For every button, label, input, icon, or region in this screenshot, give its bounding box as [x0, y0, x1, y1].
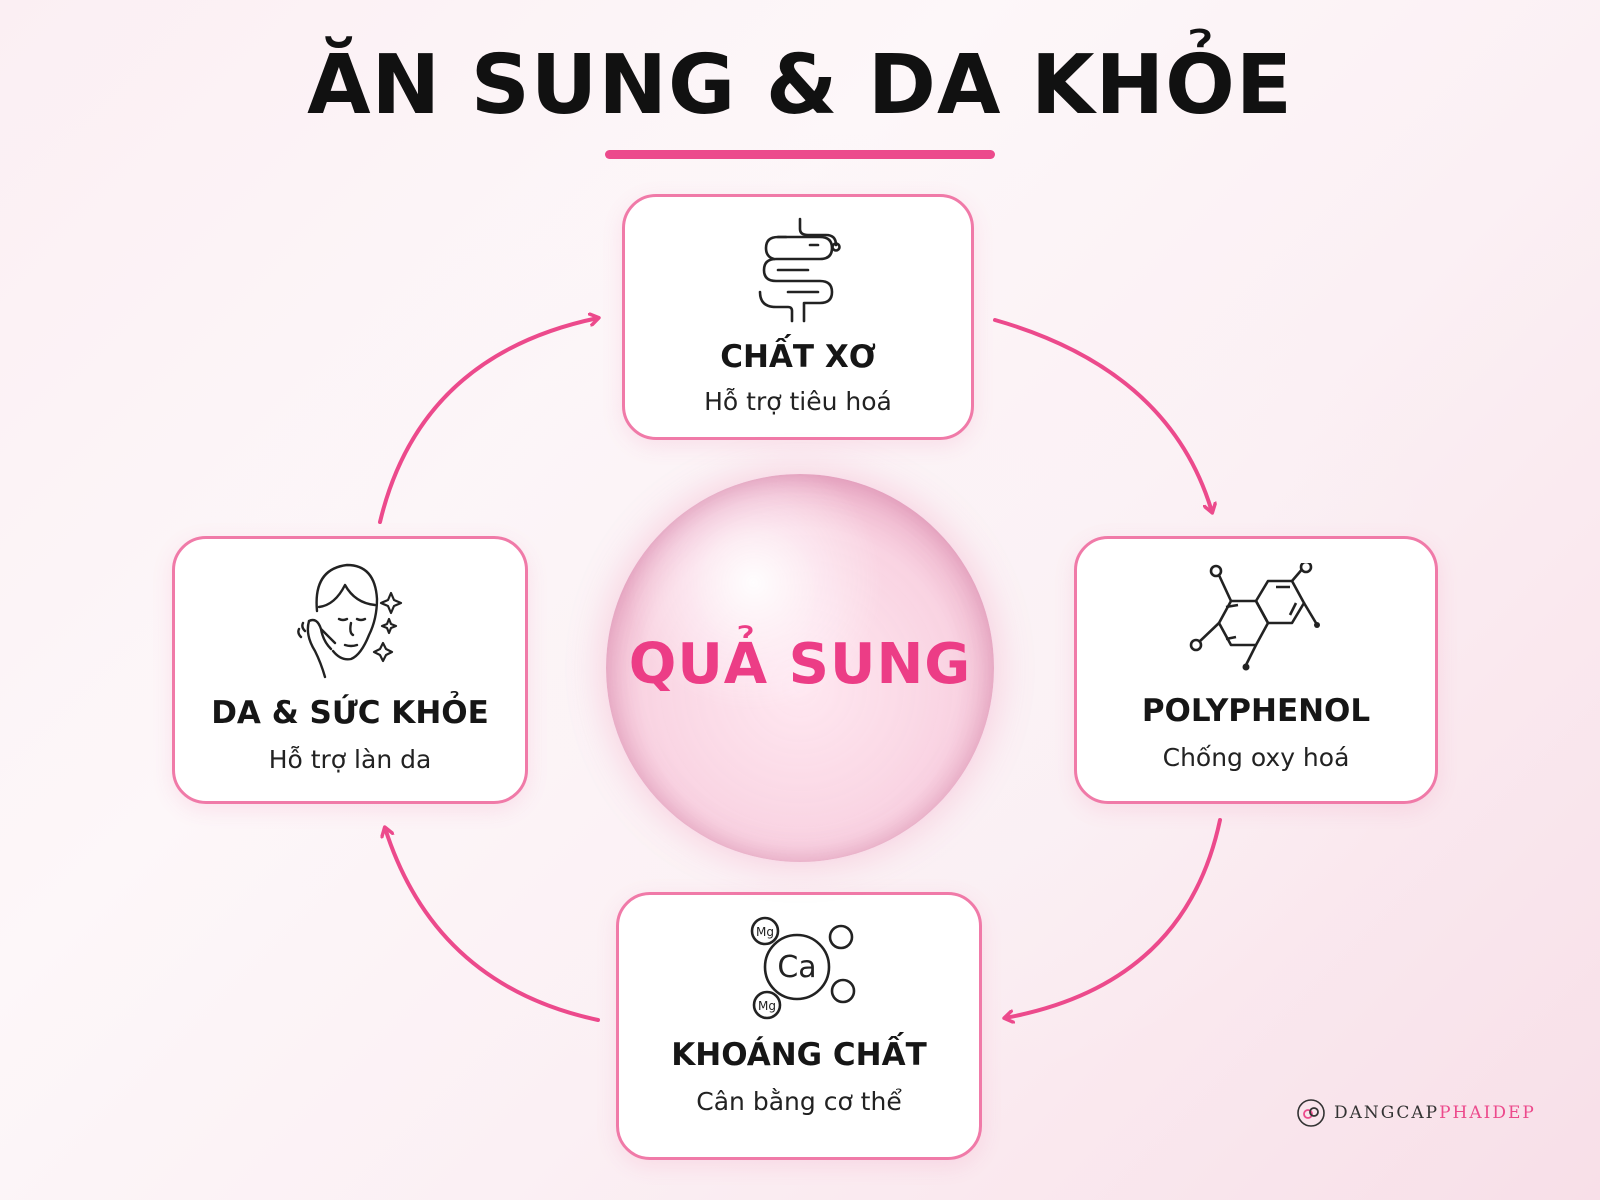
- molecule-icon: [1189, 563, 1320, 671]
- arrow-top-to-right: [993, 318, 1212, 512]
- card-title: POLYPHENOL: [1141, 693, 1371, 729]
- mineral-small-label: Mg: [758, 999, 776, 1013]
- card-subtitle: Cân bằng cơ thể: [696, 1087, 902, 1116]
- card-subtitle: Chống oxy hoá: [1162, 743, 1350, 772]
- face-skin-icon: [297, 563, 403, 679]
- brand-name-part1: DANGCAP: [1334, 1103, 1440, 1123]
- center-sphere: [606, 474, 994, 862]
- page-title: ĂN SUNG & DA KHỎE: [307, 38, 1293, 133]
- minerals-icon: Ca Mg Mg: [750, 916, 856, 1020]
- brand-icon: [1297, 1099, 1325, 1127]
- card-subtitle: Hỗ trợ làn da: [268, 745, 432, 774]
- mineral-small-label: Mg: [756, 925, 774, 939]
- card-minerals: Ca Mg Mg KHOÁNG CHẤT Cân bằng cơ thể: [616, 892, 982, 1160]
- arrow-right-to-bottom: [1005, 818, 1222, 1018]
- mineral-main-label: Ca: [777, 950, 816, 985]
- card-skin-health: DA & SỨC KHỎE Hỗ trợ làn da: [172, 536, 528, 804]
- intestine-icon: [758, 217, 841, 323]
- card-fiber: CHẤT XƠ Hỗ trợ tiêu hoá: [622, 194, 974, 440]
- brand-name-part2: PHAIDEP: [1439, 1103, 1536, 1123]
- card-polyphenol: POLYPHENOL Chống oxy hoá: [1074, 536, 1438, 804]
- card-title: KHOÁNG CHẤT: [671, 1037, 927, 1073]
- arrow-bottom-to-left: [385, 828, 600, 1022]
- center-label: QUẢ SUNG: [628, 632, 972, 697]
- title-underline: [605, 150, 995, 159]
- card-title: CHẤT XƠ: [720, 339, 876, 375]
- card-subtitle: Hỗ trợ tiêu hoá: [704, 387, 892, 416]
- card-title: DA & SỨC KHỎE: [211, 695, 489, 731]
- arrow-left-to-top: [378, 318, 598, 524]
